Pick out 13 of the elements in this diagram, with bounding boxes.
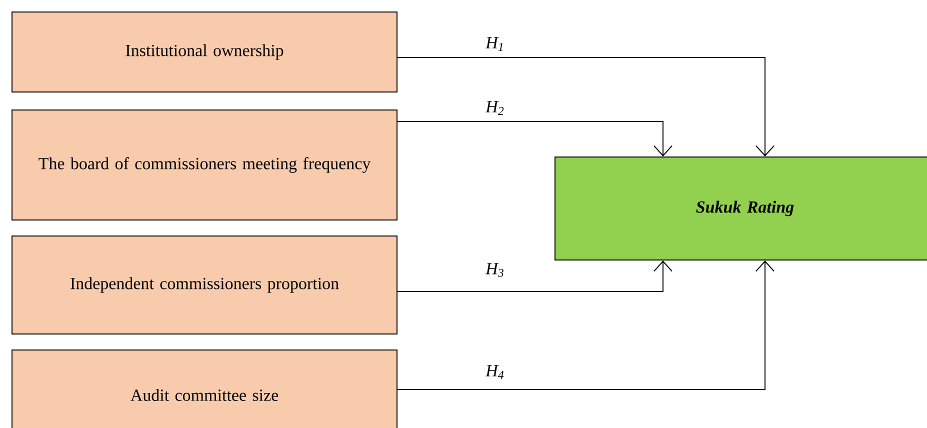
arrow — [397, 260, 672, 292]
edge-label: H$_{2}$ — [485, 101, 504, 115]
edge-label: H$_{1}$ — [485, 37, 503, 51]
factor-box: Independent commissioners proportion — [12, 236, 398, 334]
arrow — [397, 260, 774, 390]
factor-box: Audit committee size — [12, 350, 398, 428]
edge-label: H$_{4}$ — [485, 365, 504, 379]
factor-box: Institutional ownership — [12, 12, 398, 92]
arrow — [397, 121, 672, 156]
factor-box: The board of commissioners meeting frequency — [12, 110, 398, 220]
outcome-box: Sukuk Rating — [554, 156, 927, 260]
arrow — [397, 57, 774, 156]
edge-label: H$_{3}$ — [485, 263, 504, 277]
